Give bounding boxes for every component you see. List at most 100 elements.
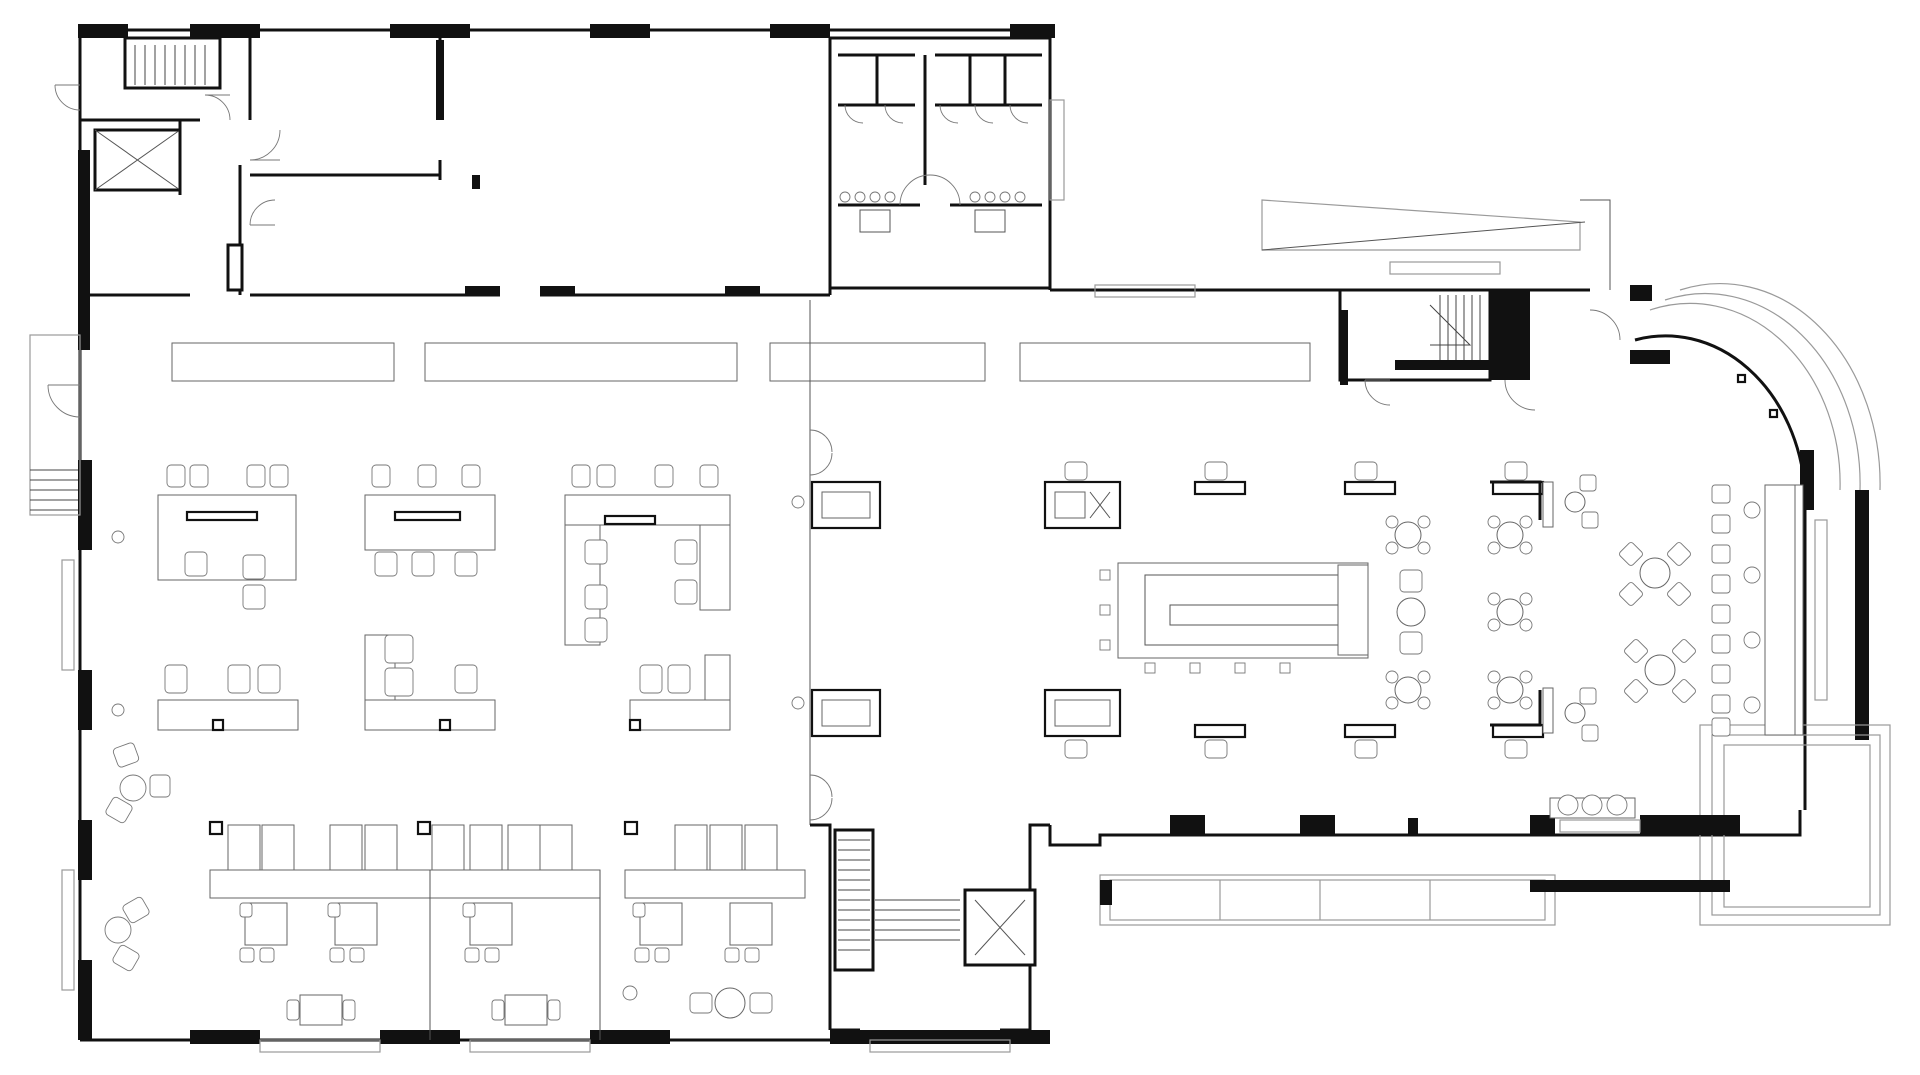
column-marker-north — [791, 495, 805, 509]
south-stair-lower-flight — [875, 899, 960, 941]
restroom-divider — [838, 55, 1042, 207]
central-door-south — [809, 774, 833, 821]
east-wall-pier-2 — [1855, 490, 1869, 740]
east-south-pier-2 — [1300, 815, 1335, 835]
curved-facade-pier-1 — [1630, 285, 1652, 301]
north-wall-pier-1 — [78, 24, 128, 38]
bench-row2-2-chairs — [384, 634, 478, 697]
stall-walls-right — [935, 53, 1042, 107]
northwest-elevator-cross — [94, 129, 181, 191]
curved-facade-mullion — [1649, 302, 1841, 491]
central-bar-end — [1337, 564, 1369, 656]
workstation-cluster-2 — [364, 494, 496, 551]
l-desk-south-screen — [1542, 687, 1554, 734]
curved-facade-pier-2 — [1630, 350, 1670, 364]
northwest-stair-door — [204, 94, 231, 121]
storage-unit-1 — [171, 342, 395, 382]
north-room-pier-d — [540, 286, 575, 295]
east-stair-treads — [1439, 295, 1481, 365]
south-desk-row-2 — [429, 869, 601, 899]
east-workspace — [1043, 461, 1804, 819]
east-column-south-core — [1054, 699, 1111, 727]
storage-unit-3 — [769, 342, 986, 382]
east-exit-door — [1504, 309, 1621, 411]
east-canopy-line — [1261, 199, 1611, 290]
south-desk-row-3 — [624, 869, 806, 899]
south-desk-row-1 — [209, 869, 431, 899]
north-room-door-1 — [249, 129, 281, 161]
west-column-marker-1 — [111, 530, 125, 544]
north-storage-row — [171, 342, 1311, 382]
east-small-round-groups — [1564, 474, 1599, 742]
west-column-marker-2 — [111, 703, 125, 717]
bench-row2-1-chairs — [164, 664, 281, 694]
workstation-cluster-1 — [157, 494, 297, 581]
south-lounge-sofa — [1549, 794, 1636, 819]
south-wall-pier-1 — [190, 1030, 260, 1044]
northwest-exit-door — [54, 84, 81, 111]
north-room-pier-a — [436, 40, 444, 120]
east-desk-south-1 — [1193, 723, 1247, 739]
east-column-north-cross — [1089, 491, 1111, 519]
south-desk-tables — [244, 902, 773, 946]
open-office — [104, 464, 806, 1040]
north-room-door-2 — [249, 199, 276, 226]
accessible-stall-left — [859, 209, 891, 233]
south-wall-pier-4 — [830, 1030, 1050, 1044]
north-wall-pier-6 — [1010, 24, 1055, 38]
east-glazing — [1814, 519, 1828, 701]
curved-facade-inner — [1664, 292, 1861, 491]
north-wall-pier-3 — [390, 24, 470, 38]
curved-facade-post-2 — [1768, 408, 1779, 419]
northwest-core-walls — [80, 118, 200, 297]
round-table-group-2 — [1385, 670, 1431, 710]
workstation-cluster-3-spine — [603, 514, 657, 526]
stall-doors — [844, 104, 1029, 124]
east-banquette-tables — [1743, 501, 1761, 714]
l-desk-north-screen — [1542, 481, 1554, 528]
south-desk-chairs — [239, 902, 760, 963]
south-core — [810, 823, 1050, 1032]
column-north-a-core — [821, 491, 871, 519]
accessible-stall-right — [974, 209, 1006, 233]
west-wall-pier-2 — [78, 460, 92, 550]
north-room-pier-c — [465, 286, 500, 295]
round-table-group-1 — [1385, 515, 1431, 555]
east-core-pier — [1490, 290, 1530, 380]
northwest-core — [54, 36, 231, 297]
south-elevator-cross — [974, 899, 1026, 956]
east-terrace-inner-2 — [1723, 744, 1871, 908]
east-south-pier-1 — [1170, 815, 1205, 835]
workstation-cluster-2-spine — [393, 510, 462, 522]
east-stair-wall-b — [1395, 360, 1490, 370]
south-terrace-inner — [1109, 879, 1546, 921]
bench-row2-3 — [629, 699, 731, 731]
south-meeting-tables — [286, 985, 773, 1026]
east-desk-north-1 — [1193, 480, 1247, 496]
bench-row2-3-chairs — [639, 664, 691, 694]
bench-row2-2-post — [438, 718, 452, 732]
south-room-divider — [429, 870, 601, 1040]
round-table-group-4 — [1487, 592, 1533, 632]
workstation-cluster-3-chairs — [571, 464, 719, 643]
bench-row2-3-wing — [704, 654, 731, 701]
west-wall-pier-1 — [78, 150, 90, 350]
storage-unit-2 — [424, 342, 738, 382]
east-desk-south-chairs — [1064, 739, 1528, 759]
north-room-closet — [226, 243, 244, 292]
south-wall-pier-2 — [380, 1030, 460, 1044]
east-desk-north-2 — [1343, 480, 1397, 496]
east-desk-south-2 — [1343, 723, 1397, 739]
south-stair-treads — [838, 839, 870, 951]
exterior-walls — [29, 24, 1055, 1053]
west-glazing-1 — [61, 559, 75, 671]
central-bar-outer — [1117, 562, 1369, 659]
central-bar-stools — [1099, 569, 1291, 674]
east-north-glazing-1 — [1094, 284, 1196, 298]
round-table-group-3 — [1487, 515, 1533, 555]
east-stair-wall — [1340, 310, 1348, 385]
l-desk-south — [1490, 690, 1542, 727]
east-stair-door — [1364, 379, 1391, 406]
east-canopy — [1261, 199, 1581, 251]
